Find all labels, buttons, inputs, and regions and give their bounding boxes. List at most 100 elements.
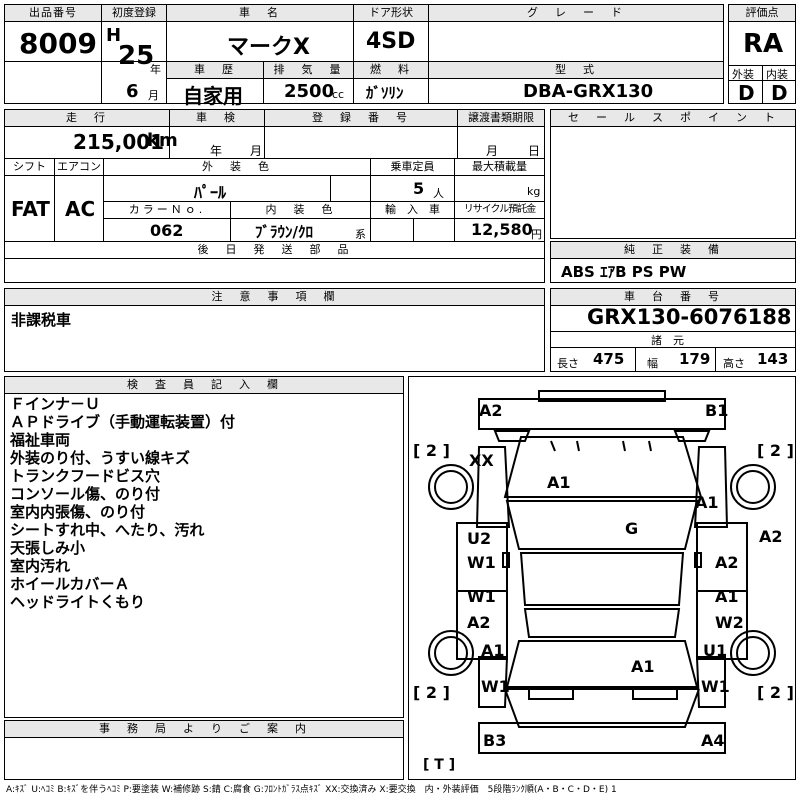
caution-label: 注 意 事 項 欄 xyxy=(5,289,544,306)
capacity: 5 xyxy=(413,179,425,198)
office-box: 事 務 局 よ り ご 案 内 xyxy=(4,720,404,780)
mark-a1-hood: A1 xyxy=(547,473,571,492)
transfer-label: 譲渡書類期限 xyxy=(458,110,544,127)
inspection-month-unit: 月 xyxy=(250,144,263,158)
height: 143 xyxy=(757,350,789,368)
color-no-box: カラーＮｏ. 062 xyxy=(103,201,231,242)
mark-u2: U2 xyxy=(467,529,492,548)
mark-tire-rr: [ 2 ] xyxy=(757,683,794,702)
note-line: コンソール傷、のり付 xyxy=(10,485,161,503)
model-box: 型 式 DBA-GRX130 xyxy=(428,61,724,104)
mark-tire-fl: [ 2 ] xyxy=(413,441,450,460)
equipment-label: 純 正 装 備 xyxy=(551,242,795,259)
mark-g-windshield: G xyxy=(625,519,639,538)
grade-box: グ レ ー ド xyxy=(428,4,724,62)
score-label: 評価点 xyxy=(729,5,795,22)
inspection-label: 車 検 xyxy=(170,110,264,127)
interior-color-box: 内 装 色 ﾌﾞﾗｳﾝ/ｸﾛ 系 xyxy=(230,201,371,242)
capacity-unit: 人 xyxy=(433,187,444,200)
exterior-color-box: 外 装 色 ﾊﾟｰﾙ xyxy=(103,158,371,202)
era: H xyxy=(106,25,122,46)
note-line: 室内汚れ xyxy=(10,557,71,575)
car-name: マークX xyxy=(227,35,310,60)
first-registration-label: 初度登録 xyxy=(102,5,166,22)
mark-a2-right-front-door: A2 xyxy=(715,553,739,572)
note-line: Ｆインナ－Ｕ xyxy=(10,395,101,413)
year-unit: 年 xyxy=(150,63,161,76)
mark-tire-rl: [ 2 ] xyxy=(413,683,450,702)
chassis-number: GRX130-6076188 xyxy=(587,305,792,329)
exterior-color: ﾊﾟｰﾙ xyxy=(194,183,227,202)
shift: FAT xyxy=(11,197,50,221)
fuel-box: 燃 料 ｶﾞｿﾘﾝ xyxy=(353,61,429,104)
history-label: 車 歴 xyxy=(167,62,263,79)
chassis-box: 車 台 番 号 GRX130-6076188 諸 元 長さ 475 幅 179 … xyxy=(550,288,796,372)
air-conditioner: AC xyxy=(65,197,96,221)
mark-w1-left-rear-door: W1 xyxy=(467,587,496,606)
fuel-type: ｶﾞｿﾘﾝ xyxy=(366,84,404,102)
length-label: 長さ xyxy=(557,357,579,370)
shift-label: シフト xyxy=(5,159,54,176)
width: 179 xyxy=(679,350,711,368)
car-diagram: A2 B1 [ 2 ] [ 2 ] XX A1 A1 A2 G U2 W1 A2… xyxy=(408,376,796,780)
exterior-color-label: 外 装 色 xyxy=(104,159,370,176)
interior-color: ﾌﾞﾗｳﾝ/ｸﾛ xyxy=(255,223,313,241)
mark-a4: A4 xyxy=(701,731,725,750)
displacement-label: 排 気 量 xyxy=(264,62,353,79)
lot-number: 8009 xyxy=(19,27,97,60)
mark-a1-right-fender: A1 xyxy=(695,493,719,512)
recycle-box: リサイクル預託金 12,580 円 xyxy=(454,201,545,242)
note-line: ホイールカバーＡ xyxy=(10,575,130,593)
office-label: 事 務 局 よ り ご 案 内 xyxy=(5,721,403,738)
note-line: ＡＰドライブ（手動運転装置）付 xyxy=(10,413,236,431)
mark-b1-front-right: B1 xyxy=(705,401,729,420)
note-line: 外装のり付、うすい線キズ xyxy=(10,449,191,467)
interior-score-label: 内装 xyxy=(766,68,788,81)
displacement: 2500 xyxy=(284,81,335,102)
caution-note: 非課税車 xyxy=(11,311,72,329)
shift-box: シフト FAT xyxy=(4,158,55,242)
length: 475 xyxy=(593,350,625,368)
model-code: DBA-GRX130 xyxy=(523,81,654,102)
mark-w1-right-rear: W1 xyxy=(701,677,730,696)
note-line: ヘッドライトくもり xyxy=(10,593,146,611)
note-line: トランクフードビス穴 xyxy=(10,467,161,485)
door-label: ドア形状 xyxy=(354,5,428,22)
history-box: 車 歴 自家用 xyxy=(166,61,264,108)
registration-month: 6 xyxy=(126,81,139,102)
interior-color-unit: 系 xyxy=(355,228,366,241)
width-label: 幅 xyxy=(647,357,658,370)
mark-a1-left-quarter: A1 xyxy=(481,641,505,660)
mark-u1: U1 xyxy=(703,641,728,660)
load-unit: kg xyxy=(527,185,541,198)
mark-w1-left-rear: W1 xyxy=(481,677,510,696)
inspector-box: 検 査 員 記 入 欄 Ｆインナ－Ｕ ＡＰドライブ（手動運転装置）付 福祉車両 … xyxy=(4,376,404,718)
mark-xx: XX xyxy=(469,451,494,470)
sales-points-label: セ ー ル ス ポ イ ン ト xyxy=(551,110,795,127)
later-parts-box: 後 日 発 送 部 品 xyxy=(4,241,545,283)
note-line: シートすれ中、へたり、汚れ xyxy=(10,521,205,539)
mark-a2-left-rear-door: A2 xyxy=(467,613,491,632)
height-label: 高さ xyxy=(723,357,745,370)
color-no-label: カラーＮｏ. xyxy=(104,202,230,219)
mark-a1-right-rear-door: A1 xyxy=(715,587,739,606)
fuel-label: 燃 料 xyxy=(354,62,428,79)
mark-t: [ T ] xyxy=(423,757,456,773)
ac-box: エアコン AC xyxy=(54,158,104,242)
exterior-score-label: 外装 xyxy=(732,68,754,81)
regno-label: 登 録 番 号 xyxy=(265,110,457,127)
import-label: 輸 入 車 xyxy=(371,202,454,219)
regno-box: 登 録 番 号 xyxy=(264,109,458,159)
legend: A:ｷｽﾞ U:ﾍｺﾐ B:ｷｽﾞを伴うﾍｺﾐ P:要塗装 W:補修跡 S:錆 … xyxy=(6,785,617,795)
capacity-box: 乗車定員 5 人 xyxy=(370,158,455,202)
month-unit: 月 xyxy=(148,89,159,102)
load-label: 最大積載量 xyxy=(455,159,544,176)
interior-color-label: 内 装 色 xyxy=(231,202,370,219)
evaluation-score: RA xyxy=(743,29,784,59)
mark-a1-trunk: A1 xyxy=(631,657,655,676)
registration-year: 25 xyxy=(118,41,155,71)
car-name-box: 車 名 マークX xyxy=(166,4,354,62)
interior-score: D xyxy=(771,81,788,105)
lot-number-label: 出品番号 xyxy=(5,5,101,22)
inspector-label: 検 査 員 記 入 欄 xyxy=(5,377,403,394)
